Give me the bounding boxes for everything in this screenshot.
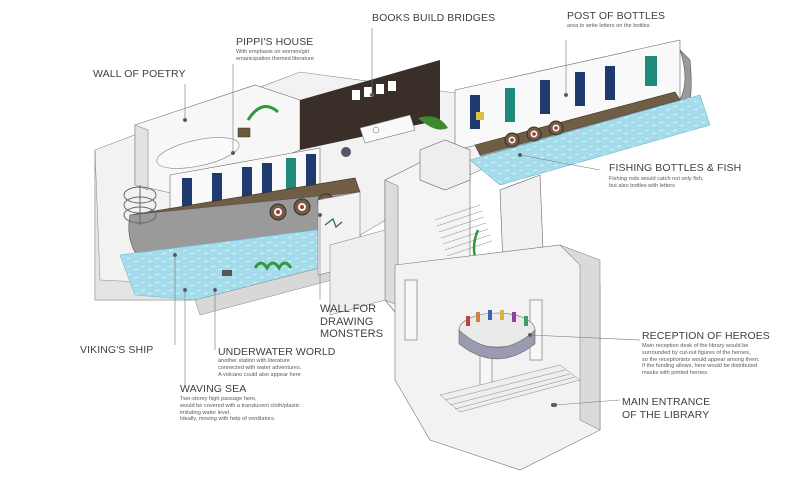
desc-pippis-house: With emphasis on women/girl emanicipatio… xyxy=(236,49,315,62)
desc-fishing-bottles: Fishing rods would catch not only fish, … xyxy=(609,176,704,189)
right-ship-shields xyxy=(504,120,564,148)
pippis-house-room xyxy=(134,84,301,196)
main-stair xyxy=(434,204,493,257)
label-wall-for-drawing-monsters: WALL FOR DRAWING MONSTERS xyxy=(320,303,384,340)
desc-post-of-bottles: area to write letters on the bottles xyxy=(567,23,650,29)
label-waving-sea: WAVING SEA xyxy=(180,383,247,395)
floor-hatch xyxy=(341,147,351,157)
pippi-chest xyxy=(237,127,251,138)
bottle-shelves xyxy=(470,56,657,129)
desc-reception-of-heroes: Main reception desk of the library would… xyxy=(642,343,760,377)
spiral-stair xyxy=(123,185,157,225)
label-post-of-bottles: POST OF BOTTLES xyxy=(567,10,666,22)
label-fishing-bottles: FISHING BOTTLES & FISH xyxy=(609,162,742,174)
books-wall xyxy=(300,60,448,157)
entrance-steps xyxy=(439,364,581,413)
desc-waving-sea: Two-storey high passage here, would be c… xyxy=(180,396,300,423)
pillar xyxy=(404,279,418,341)
oval-rug xyxy=(156,137,240,169)
reception-desk xyxy=(458,310,536,360)
label-pippis-house: PIPPI'S HOUSE xyxy=(236,36,314,48)
label-underwater-world: UNDERWATER WORLD xyxy=(218,346,336,358)
leader-lines xyxy=(172,28,641,408)
right-ship xyxy=(454,39,711,186)
label-books-build-bridges: BOOKS BUILD BRIDGES xyxy=(372,12,496,24)
desc-underwater-world: another station with literature connecte… xyxy=(218,358,302,378)
shelf-panels xyxy=(182,154,316,212)
label-main-entrance: MAIN ENTRANCE OF THE LIBRARY xyxy=(622,396,711,421)
label-wall-of-poetry: WALL OF POETRY xyxy=(93,68,186,80)
label-reception-of-heroes: RECEPTION OF HEROES xyxy=(642,330,770,342)
label-vikings-ship: VIKING'S SHIP xyxy=(80,344,154,356)
entrance-wing xyxy=(329,229,601,471)
